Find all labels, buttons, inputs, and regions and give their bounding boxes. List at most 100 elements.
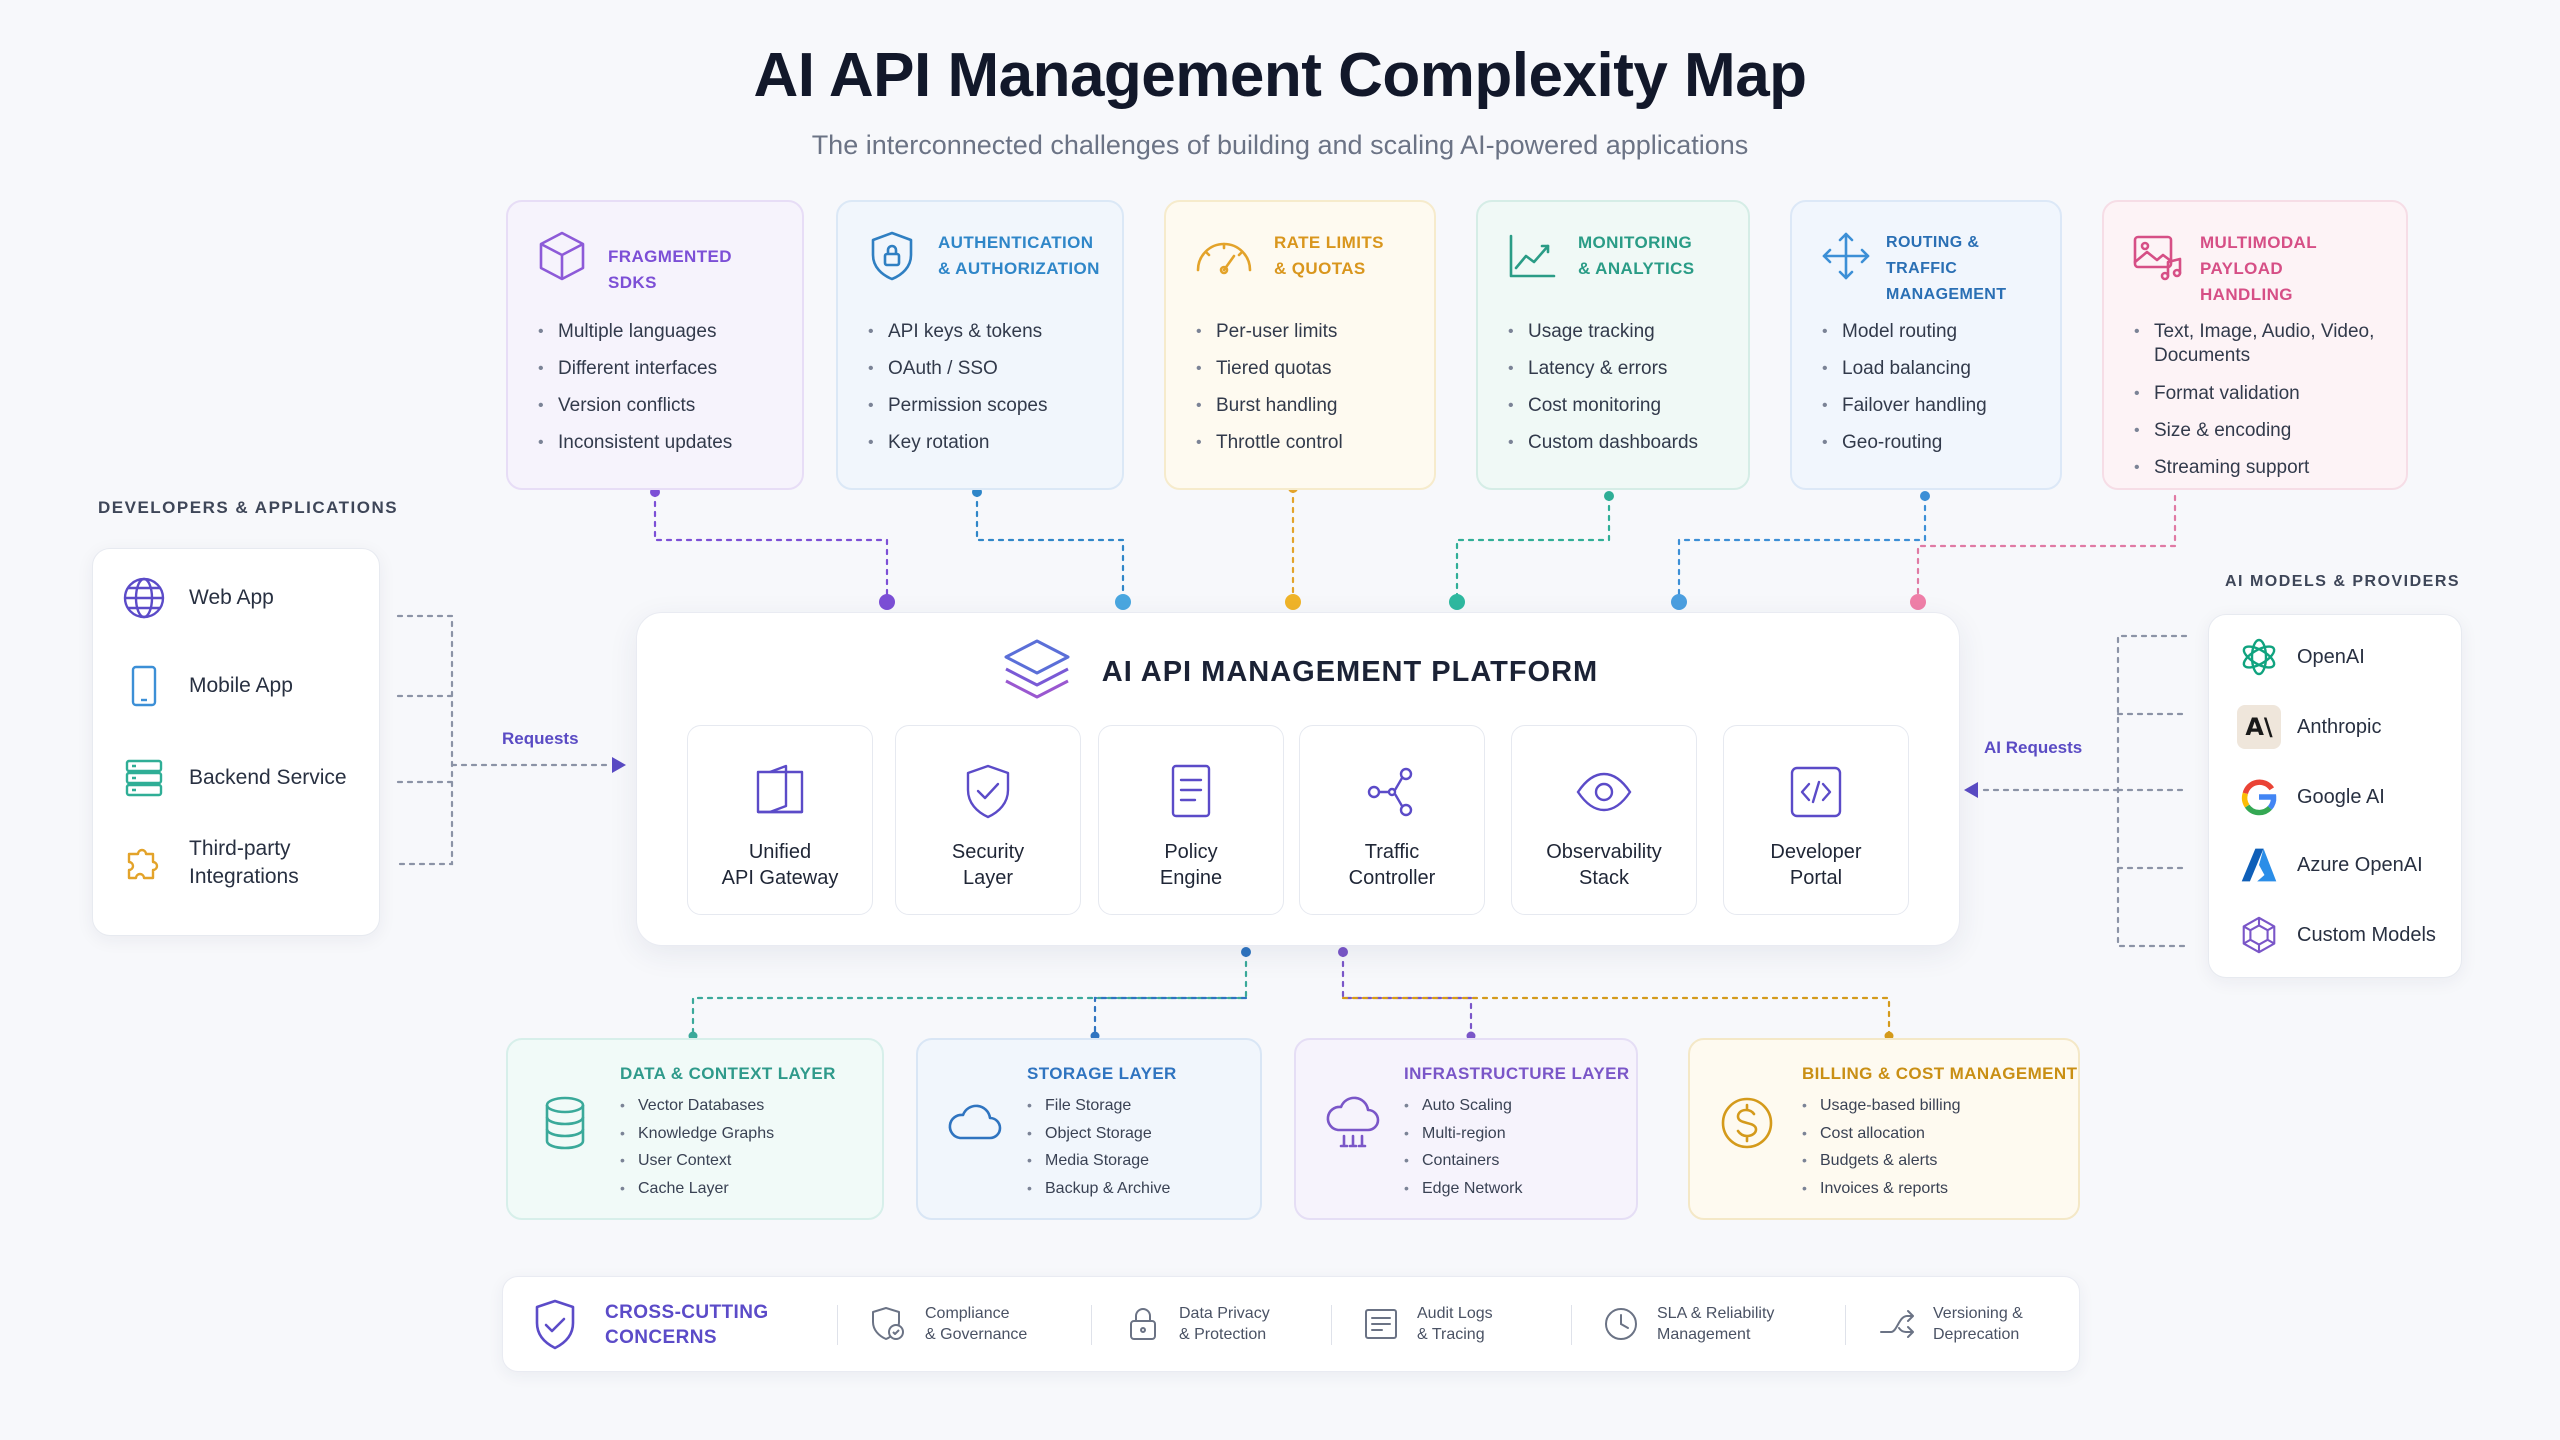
challenge-item: Custom dashboards <box>1508 431 1726 455</box>
server-icon <box>125 759 163 797</box>
provider-label: Anthropic <box>2297 715 2382 738</box>
challenge-item: Per-user limits <box>1196 320 1412 344</box>
component-developer-portal[interactable]: Developer Portal <box>1723 725 1909 915</box>
layer-card-data-context: DATA & CONTEXT LAYER Vector Databases Kn… <box>506 1038 884 1220</box>
media-icon <box>2133 235 2182 281</box>
layer-card-billing: BILLING & COST MANAGEMENT Usage-based bi… <box>1688 1038 2080 1220</box>
layer-item: Usage-based billing <box>1802 1096 1961 1115</box>
divider <box>1331 1305 1332 1345</box>
concern-sla: SLA & Reliability Management <box>1601 1303 1774 1345</box>
audit-log-icon <box>1365 1309 1397 1339</box>
layer-item: File Storage <box>1027 1096 1170 1115</box>
cube-icon <box>539 231 585 281</box>
component-api-gateway[interactable]: Unified API Gateway <box>687 725 873 915</box>
cross-cutting-title: CROSS-CUTTING CONCERNS <box>605 1302 769 1348</box>
layer-title: DATA & CONTEXT LAYER <box>620 1064 836 1083</box>
challenge-item: Version conflicts <box>538 394 780 418</box>
developers-label: DEVELOPERS & APPLICATIONS <box>98 498 399 517</box>
provider-azure-openai: Azure OpenAI <box>2237 843 2423 887</box>
divider <box>1091 1305 1092 1345</box>
layer-item: Invoices & reports <box>1802 1179 1961 1198</box>
dev-item-web-app: Web App <box>121 575 274 621</box>
challenge-item: Failover handling <box>1822 394 2038 418</box>
layer-title: STORAGE LAYER <box>1027 1064 1177 1083</box>
eye-icon <box>1576 772 1632 812</box>
cloud-compute-icon <box>1326 1096 1380 1148</box>
share-nodes-icon <box>1367 767 1413 817</box>
azure-logo-icon <box>2241 848 2277 882</box>
challenge-item: API keys & tokens <box>868 320 1100 344</box>
component-label: Observability Stack <box>1546 841 1662 889</box>
challenge-item: Size & encoding <box>2134 419 2384 443</box>
concern-label: Data Privacy & Protection <box>1179 1305 1270 1343</box>
connector-auth <box>975 490 1125 604</box>
challenge-card-routing: ROUTING & TRAFFIC MANAGEMENT Model routi… <box>1790 200 2062 490</box>
challenge-title: MULTIMODAL PAYLOAD HANDLING <box>2200 233 2317 304</box>
challenge-item: Key rotation <box>868 431 1100 455</box>
component-label: Policy Engine <box>1159 841 1223 889</box>
connector-infra <box>1341 950 1473 1036</box>
globe-icon <box>123 577 165 619</box>
component-label: Security Layer <box>951 841 1025 889</box>
connector-storage <box>1093 996 1248 1036</box>
provider-custom-models: Custom Models <box>2237 913 2436 957</box>
challenge-item: Model routing <box>1822 320 2038 344</box>
challenge-item: Burst handling <box>1196 394 1412 418</box>
page-subtitle: The interconnected challenges of buildin… <box>811 130 1749 160</box>
connector-multimodal <box>1916 494 2177 604</box>
document-icon <box>1171 764 1211 818</box>
component-observability-stack[interactable]: Observability Stack <box>1511 725 1697 915</box>
challenge-item: Streaming support <box>2134 456 2384 480</box>
challenge-item: Latency & errors <box>1508 357 1726 381</box>
layer-title: BILLING & COST MANAGEMENT <box>1802 1064 2078 1083</box>
component-traffic-controller[interactable]: Traffic Controller <box>1299 725 1485 915</box>
component-security-layer[interactable]: Security Layer <box>895 725 1081 915</box>
divider <box>1571 1305 1572 1345</box>
provider-label: Azure OpenAI <box>2297 853 2423 876</box>
challenge-item: Usage tracking <box>1508 320 1726 344</box>
challenge-title: RATE LIMITS & QUOTAS <box>1274 233 1384 278</box>
layer-item: Containers <box>1404 1151 1523 1170</box>
dev-item-mobile-app: Mobile App <box>121 663 293 709</box>
challenge-item: OAuth / SSO <box>868 357 1100 381</box>
dev-item-label: Third-party Integrations <box>189 837 299 888</box>
compliance-icon <box>872 1307 904 1340</box>
challenge-item: Tiered quotas <box>1196 357 1412 381</box>
concern-privacy: Data Privacy & Protection <box>1123 1303 1270 1345</box>
branch-icon <box>1880 1310 1914 1338</box>
component-policy-engine[interactable]: Policy Engine <box>1098 725 1284 915</box>
challenge-item: Format validation <box>2134 382 2384 406</box>
developers-card: Web App Mobile App Backend Service Third… <box>92 548 380 936</box>
provider-label: Custom Models <box>2297 923 2436 946</box>
layer-item: Multi-region <box>1404 1124 1523 1143</box>
provider-label: OpenAI <box>2297 645 2365 668</box>
connector-routing <box>1677 494 1927 604</box>
cross-cutting-bar: CROSS-CUTTING CONCERNS Compliance & Gove… <box>502 1276 2080 1372</box>
shield-check-icon <box>966 764 1010 819</box>
database-icon <box>545 1096 585 1150</box>
component-label: Developer Portal <box>1770 841 1862 889</box>
padlock-icon <box>1130 1308 1156 1340</box>
challenge-item: Geo-routing <box>1822 431 2038 455</box>
dev-item-label: Web App <box>189 586 274 609</box>
component-label: Traffic Controller <box>1348 841 1436 889</box>
dev-item-label: Backend Service <box>189 766 347 789</box>
gauge-icon <box>1196 242 1252 275</box>
mobile-icon <box>131 665 157 707</box>
challenge-title: ROUTING & TRAFFIC MANAGEMENT <box>1886 234 2007 303</box>
concern-label: Compliance & Governance <box>925 1305 1028 1343</box>
layers-stack-icon <box>1004 639 1070 699</box>
concern-audit: Audit Logs & Tracing <box>1361 1303 1493 1345</box>
clock-icon <box>1605 1308 1637 1340</box>
layer-item: Cache Layer <box>620 1179 774 1198</box>
layer-title: INFRASTRUCTURE LAYER <box>1404 1064 1630 1083</box>
challenge-title: AUTHENTICATION & AUTHORIZATION <box>938 233 1100 278</box>
divider <box>1845 1305 1846 1345</box>
concern-label: Versioning & Deprecation <box>1933 1305 2023 1343</box>
cloud-icon <box>948 1104 1002 1140</box>
layer-item: Object Storage <box>1027 1124 1170 1143</box>
shield-lock-icon <box>871 231 913 281</box>
connector-monitoring <box>1455 494 1611 604</box>
provider-google-ai: Google AI <box>2237 775 2385 819</box>
requests-label: Requests <box>502 729 579 748</box>
